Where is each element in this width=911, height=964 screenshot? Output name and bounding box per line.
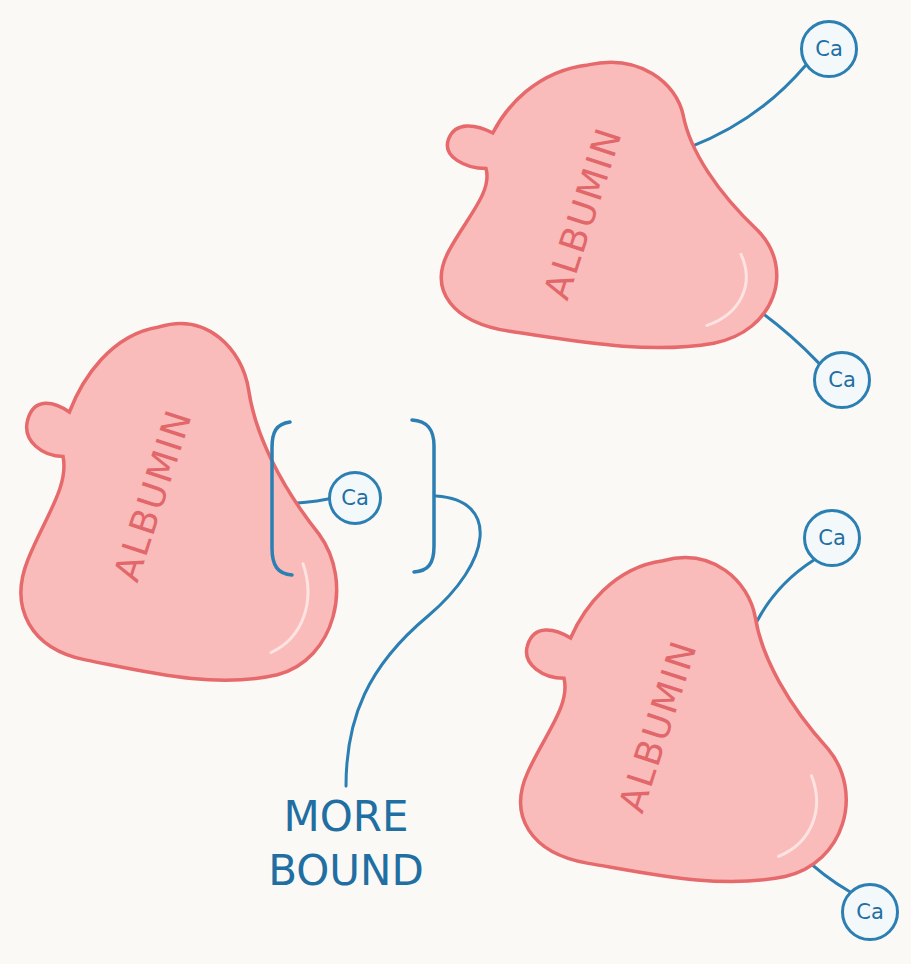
albumin-highlight — [271, 564, 308, 653]
albumin-blob: ALBUMIN — [597, 638, 762, 806]
ion-symbol: Ca — [856, 900, 884, 924]
leader-line — [346, 496, 480, 786]
calcium-ion: Ca — [800, 20, 858, 78]
ion-symbol: Ca — [818, 526, 846, 550]
calcium-ion: Ca — [803, 509, 861, 567]
albumin-highlight — [779, 776, 817, 857]
calcium-ion: Ca — [328, 471, 382, 525]
calcium-ion: Ca — [841, 883, 899, 941]
albumin-shape — [521, 558, 846, 882]
ion-symbol: Ca — [815, 37, 843, 61]
callout-label: MORE BOUND — [256, 790, 436, 898]
calcium-ion: Ca — [813, 351, 871, 409]
ion-symbol: Ca — [341, 486, 369, 510]
ion-symbol: Ca — [828, 368, 856, 392]
albumin-blob: ALBUMIN — [520, 133, 690, 281]
albumin-shape — [21, 324, 337, 681]
albumin-shape — [441, 62, 776, 347]
binding-line — [690, 66, 805, 147]
albumin-blob: ALBUMIN — [95, 412, 255, 597]
bracket-right — [412, 420, 434, 572]
albumin-highlight — [707, 254, 746, 325]
